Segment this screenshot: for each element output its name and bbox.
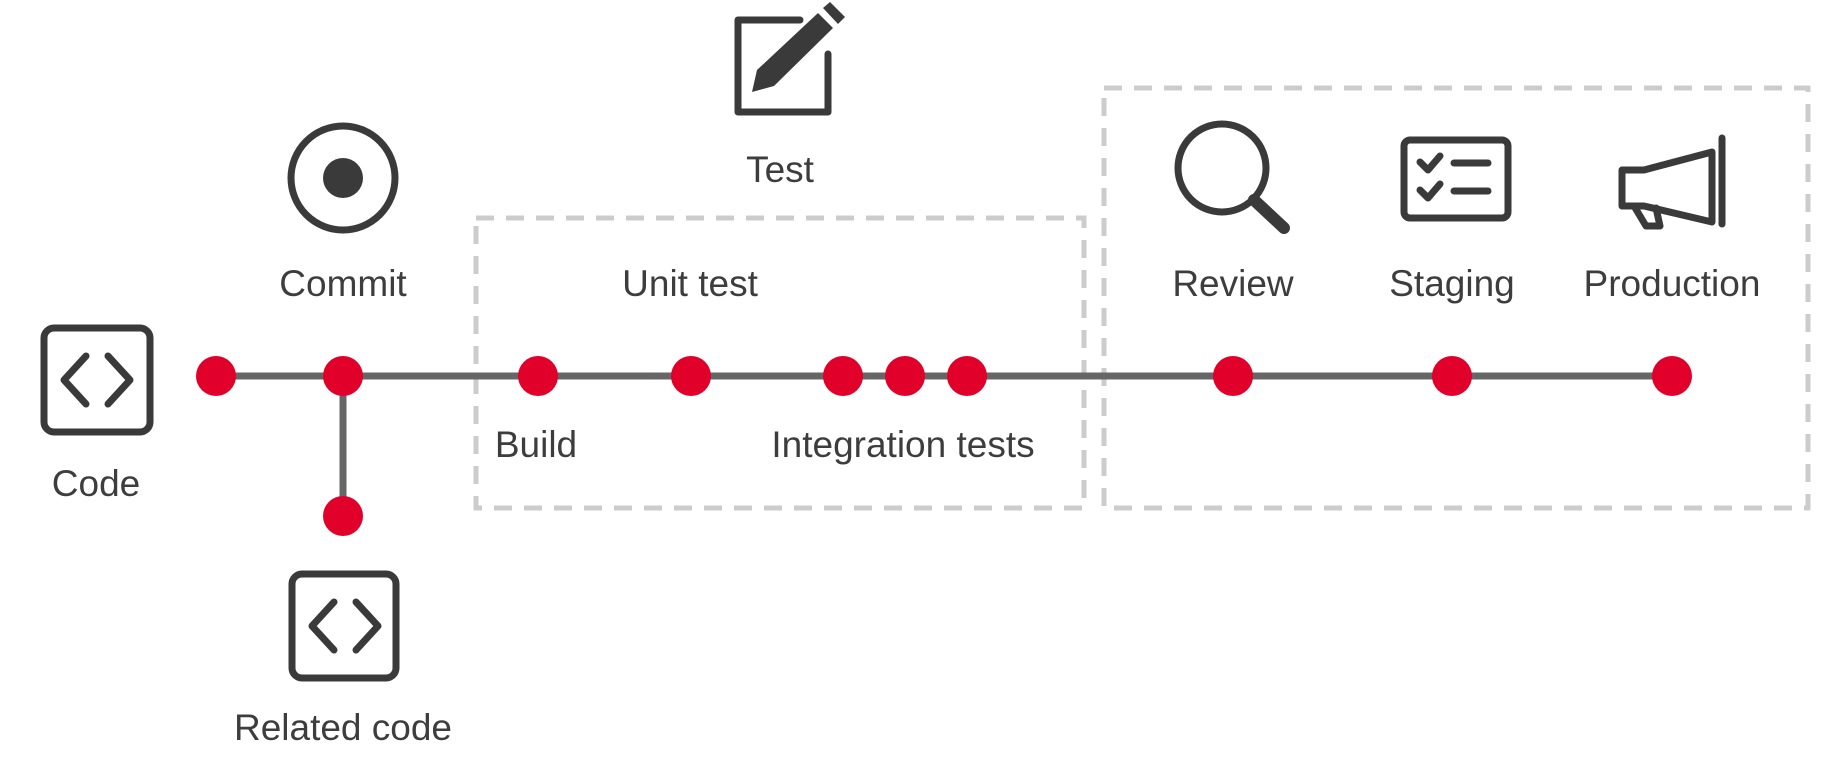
checklist-icon	[1400, 136, 1512, 222]
deploy-zone	[1101, 85, 1811, 511]
magnifier-icon	[1174, 120, 1290, 234]
code-brackets-icon	[288, 570, 400, 682]
test-zone	[473, 215, 1087, 511]
node-unit-test	[671, 356, 711, 396]
edit-pencil-icon	[734, 2, 845, 116]
code-brackets-icon	[40, 324, 154, 436]
test-label: Test	[746, 149, 815, 190]
megaphone-icon	[1618, 134, 1726, 230]
related-code-label: Related code	[234, 707, 452, 748]
commit-label: Commit	[279, 263, 407, 304]
node-start	[196, 356, 236, 396]
node-production	[1652, 356, 1692, 396]
node-related-code	[323, 496, 363, 536]
node-integration-2	[885, 356, 925, 396]
node-staging	[1432, 356, 1472, 396]
production-label: Production	[1584, 263, 1761, 304]
unit-test-label: Unit test	[622, 263, 758, 304]
review-label: Review	[1172, 263, 1294, 304]
commit-circle-icon	[287, 122, 399, 234]
staging-label: Staging	[1389, 263, 1515, 304]
build-label: Build	[495, 424, 577, 465]
integration-tests-label: Integration tests	[771, 424, 1034, 465]
node-review	[1213, 356, 1253, 396]
node-build	[518, 356, 558, 396]
node-commit	[323, 356, 363, 396]
code-label: Code	[52, 463, 140, 504]
node-integration-1	[823, 356, 863, 396]
node-integration-3	[947, 356, 987, 396]
